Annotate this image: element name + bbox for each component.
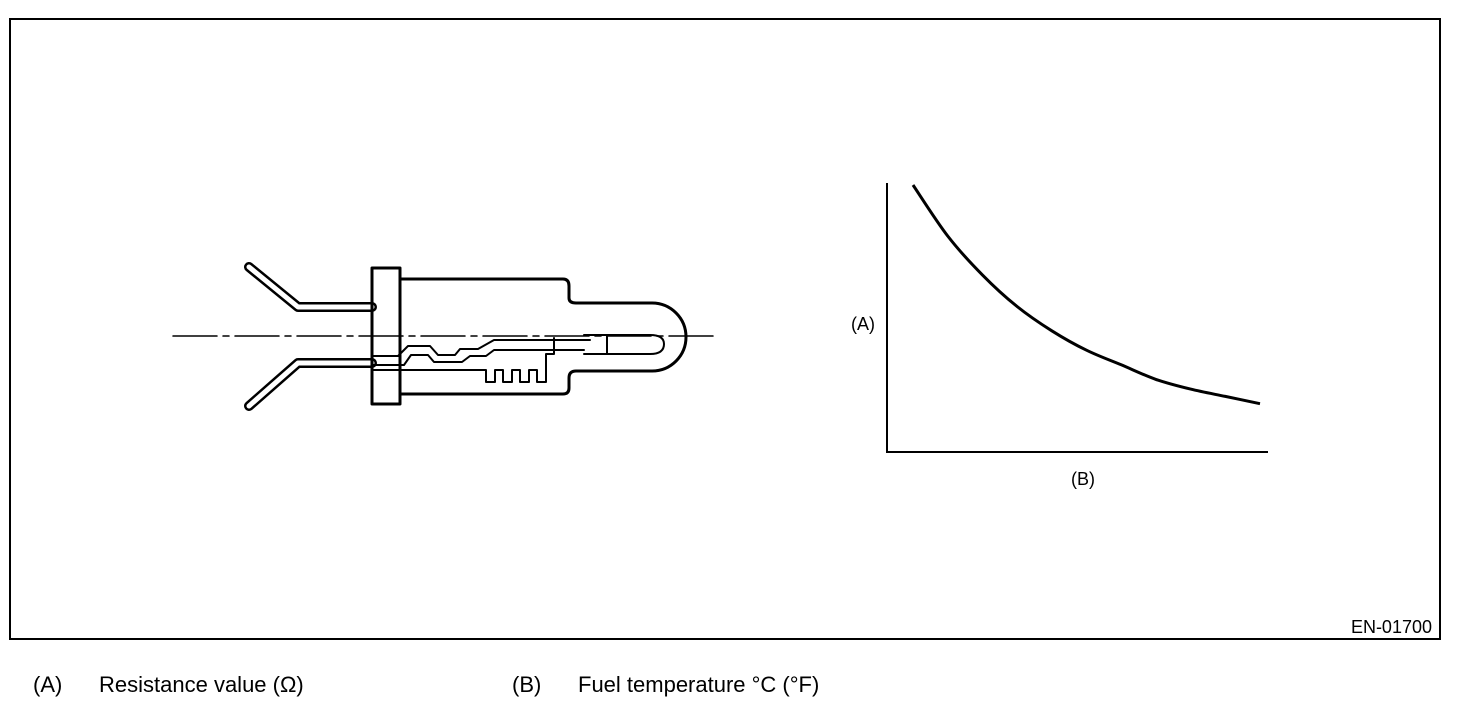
fuel-temperature-sensor-drawing [172,262,715,411]
resistance-graph: (A) (B) [851,183,1268,489]
series-line [911,184,1261,406]
x-axis-label: (B) [1071,469,1095,489]
legend-item-a: (A) Resistance value (Ω) [33,672,304,698]
thermistor-element [583,334,608,355]
legend-text-b: Fuel temperature °C (°F) [578,672,820,697]
legend-text-a: Resistance value (Ω) [99,672,304,697]
legend-key-a: (A) [33,672,63,697]
legend-item-b: (B) Fuel temperature °C (°F) [512,672,819,698]
inner-toothed-wall [371,337,555,383]
figure-code: EN-01700 [1350,617,1432,637]
inner-lead-wire [371,339,591,357]
legend-key-b: (B) [512,672,542,697]
figure-frame [9,18,1441,640]
y-axis-label: (A) [851,314,875,334]
lower-terminal [244,358,377,411]
sensor-body [398,277,688,396]
upper-terminal [244,262,377,312]
